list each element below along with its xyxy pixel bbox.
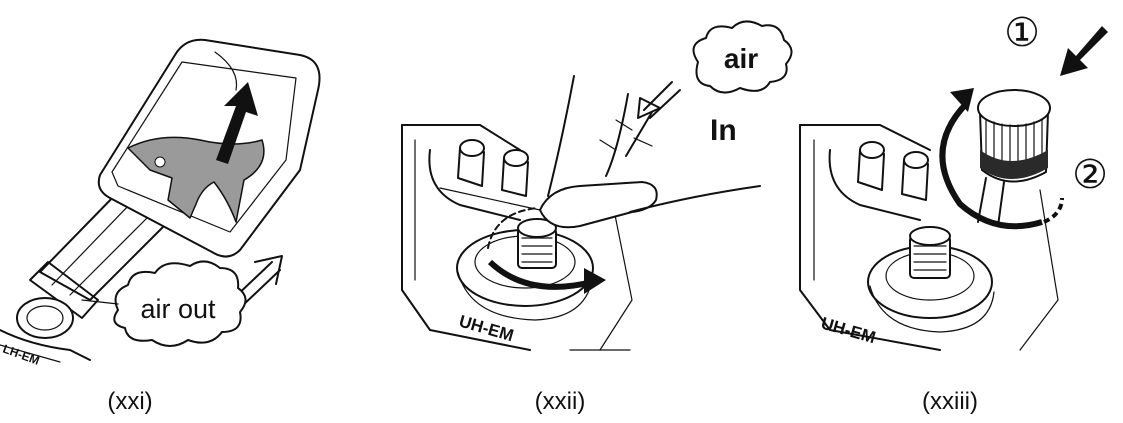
illustration-reinstall-cap: ① ② UH-EM — [799, 11, 1108, 351]
valve-body — [799, 124, 1059, 351]
air-out-label: air out — [140, 294, 216, 324]
air-bubble: air — [692, 20, 793, 94]
pilot-posts — [857, 141, 929, 201]
wrench-key — [127, 136, 265, 223]
finger-press — [539, 75, 761, 229]
caption-xxiii: (xxiii) — [922, 388, 978, 415]
step-1-marker: ① — [1004, 11, 1040, 55]
valve-body — [401, 124, 633, 351]
turn-arrow-icon — [939, 88, 1064, 230]
body-marking: UH-EM — [819, 314, 878, 348]
air-label: air — [724, 43, 758, 74]
illustration-bleed-air: air In UH-EM — [401, 20, 793, 351]
body-marking: LH-EM — [1, 342, 41, 368]
caption-xxi: (xxi) — [107, 388, 153, 415]
push-down-arrow-icon — [1060, 26, 1108, 76]
air-out-bubble: air out — [81, 260, 247, 347]
panel-xxiii: ① ② UH-EM (xxiii) — [790, 0, 1123, 423]
step-2-marker: ② — [1072, 153, 1108, 197]
turn-arrow-icon — [487, 207, 606, 294]
bleed-screw — [517, 218, 557, 269]
lift-up-arrow-icon — [216, 82, 258, 164]
illustration-remove-cap: LH-EM air out — [0, 38, 321, 368]
panel-xxii: air In UH-EM (xxii) — [370, 0, 793, 423]
knurled-cap — [977, 89, 1051, 227]
caption-xxii: (xxii) — [534, 388, 586, 415]
air-in-arrow-icon — [637, 81, 681, 119]
pilot-posts — [439, 139, 541, 211]
fitting-base — [867, 226, 995, 333]
in-label: In — [710, 114, 737, 147]
panel-xxi: LH-EM air out (xxi) — [0, 0, 370, 423]
valve-base: LH-EM — [0, 297, 91, 368]
